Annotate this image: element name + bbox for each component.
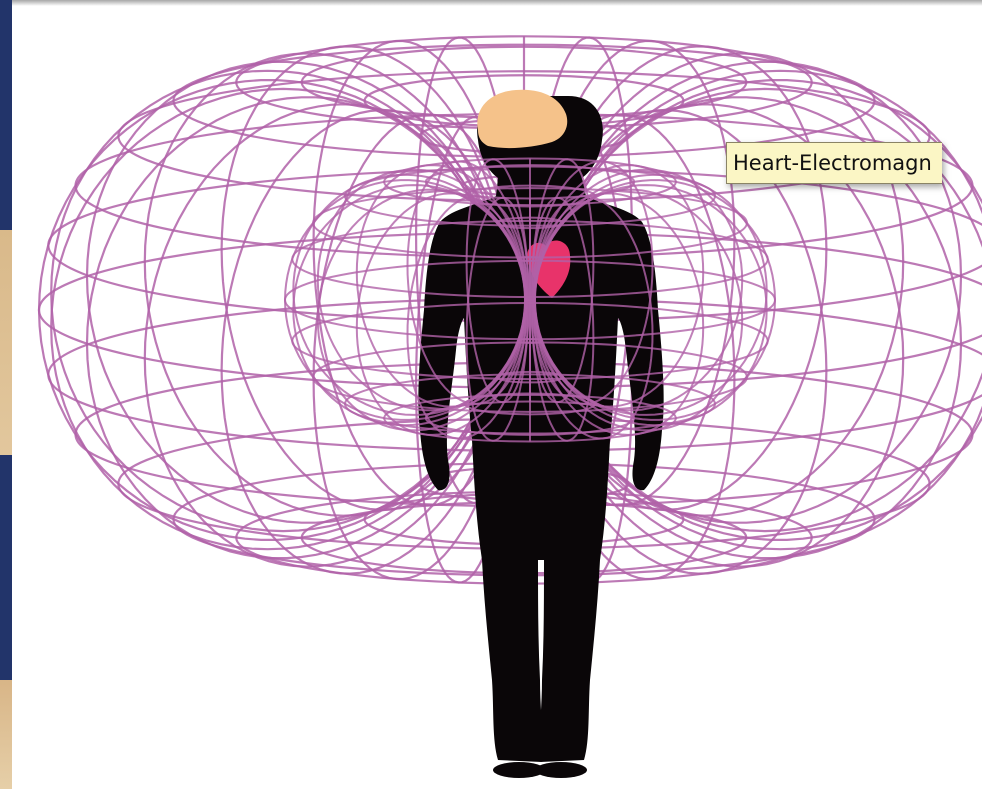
left-background-strip (0, 0, 12, 789)
inner-torus-field (285, 158, 775, 441)
top-edge-shadow (12, 0, 982, 6)
toroidal-field-diagram (12, 0, 982, 789)
tooltip-label: Heart-Electromagn (726, 142, 942, 184)
brain-icon (477, 90, 567, 148)
torus-parallel-line (525, 299, 535, 301)
diagram-canvas (12, 0, 982, 789)
